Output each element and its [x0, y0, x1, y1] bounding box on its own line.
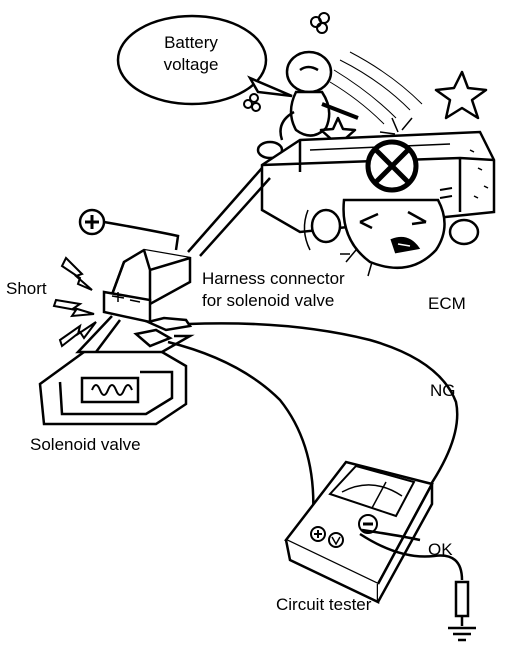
ecm-label: ECM: [428, 294, 466, 313]
solenoid-valve-label: Solenoid valve: [30, 435, 141, 454]
solenoid-valve: [38, 315, 195, 426]
speech-bubble: [116, 14, 293, 106]
plus-terminal-icon: [78, 208, 180, 251]
ground-symbol-icon: [448, 626, 476, 642]
ecm-harness-wires: [187, 167, 271, 257]
battery-label-line1: Battery: [164, 33, 218, 52]
x-wheel-icon: [365, 139, 419, 193]
motion-lines: [329, 51, 423, 125]
circuit-tester-label: Circuit tester: [276, 595, 372, 614]
harness-connector: [102, 248, 192, 324]
ground-lead: [359, 528, 470, 626]
harness-label-line2: for solenoid valve: [202, 291, 335, 310]
lightning-spark-icon: [52, 256, 97, 348]
short-label: Short: [6, 279, 47, 298]
puff-icon: [243, 12, 330, 112]
ecm-face-icon: [303, 198, 480, 277]
battery-voltage-label: Battery voltage: [132, 32, 250, 76]
battery-label-line2: voltage: [163, 55, 219, 74]
ok-label: OK: [428, 540, 453, 559]
harness-connector-label: Harness connector for solenoid valve: [202, 268, 345, 312]
circuit-tester: [284, 460, 434, 604]
harness-label-line1: Harness connector: [202, 269, 345, 288]
ng-label: NG: [430, 381, 456, 400]
